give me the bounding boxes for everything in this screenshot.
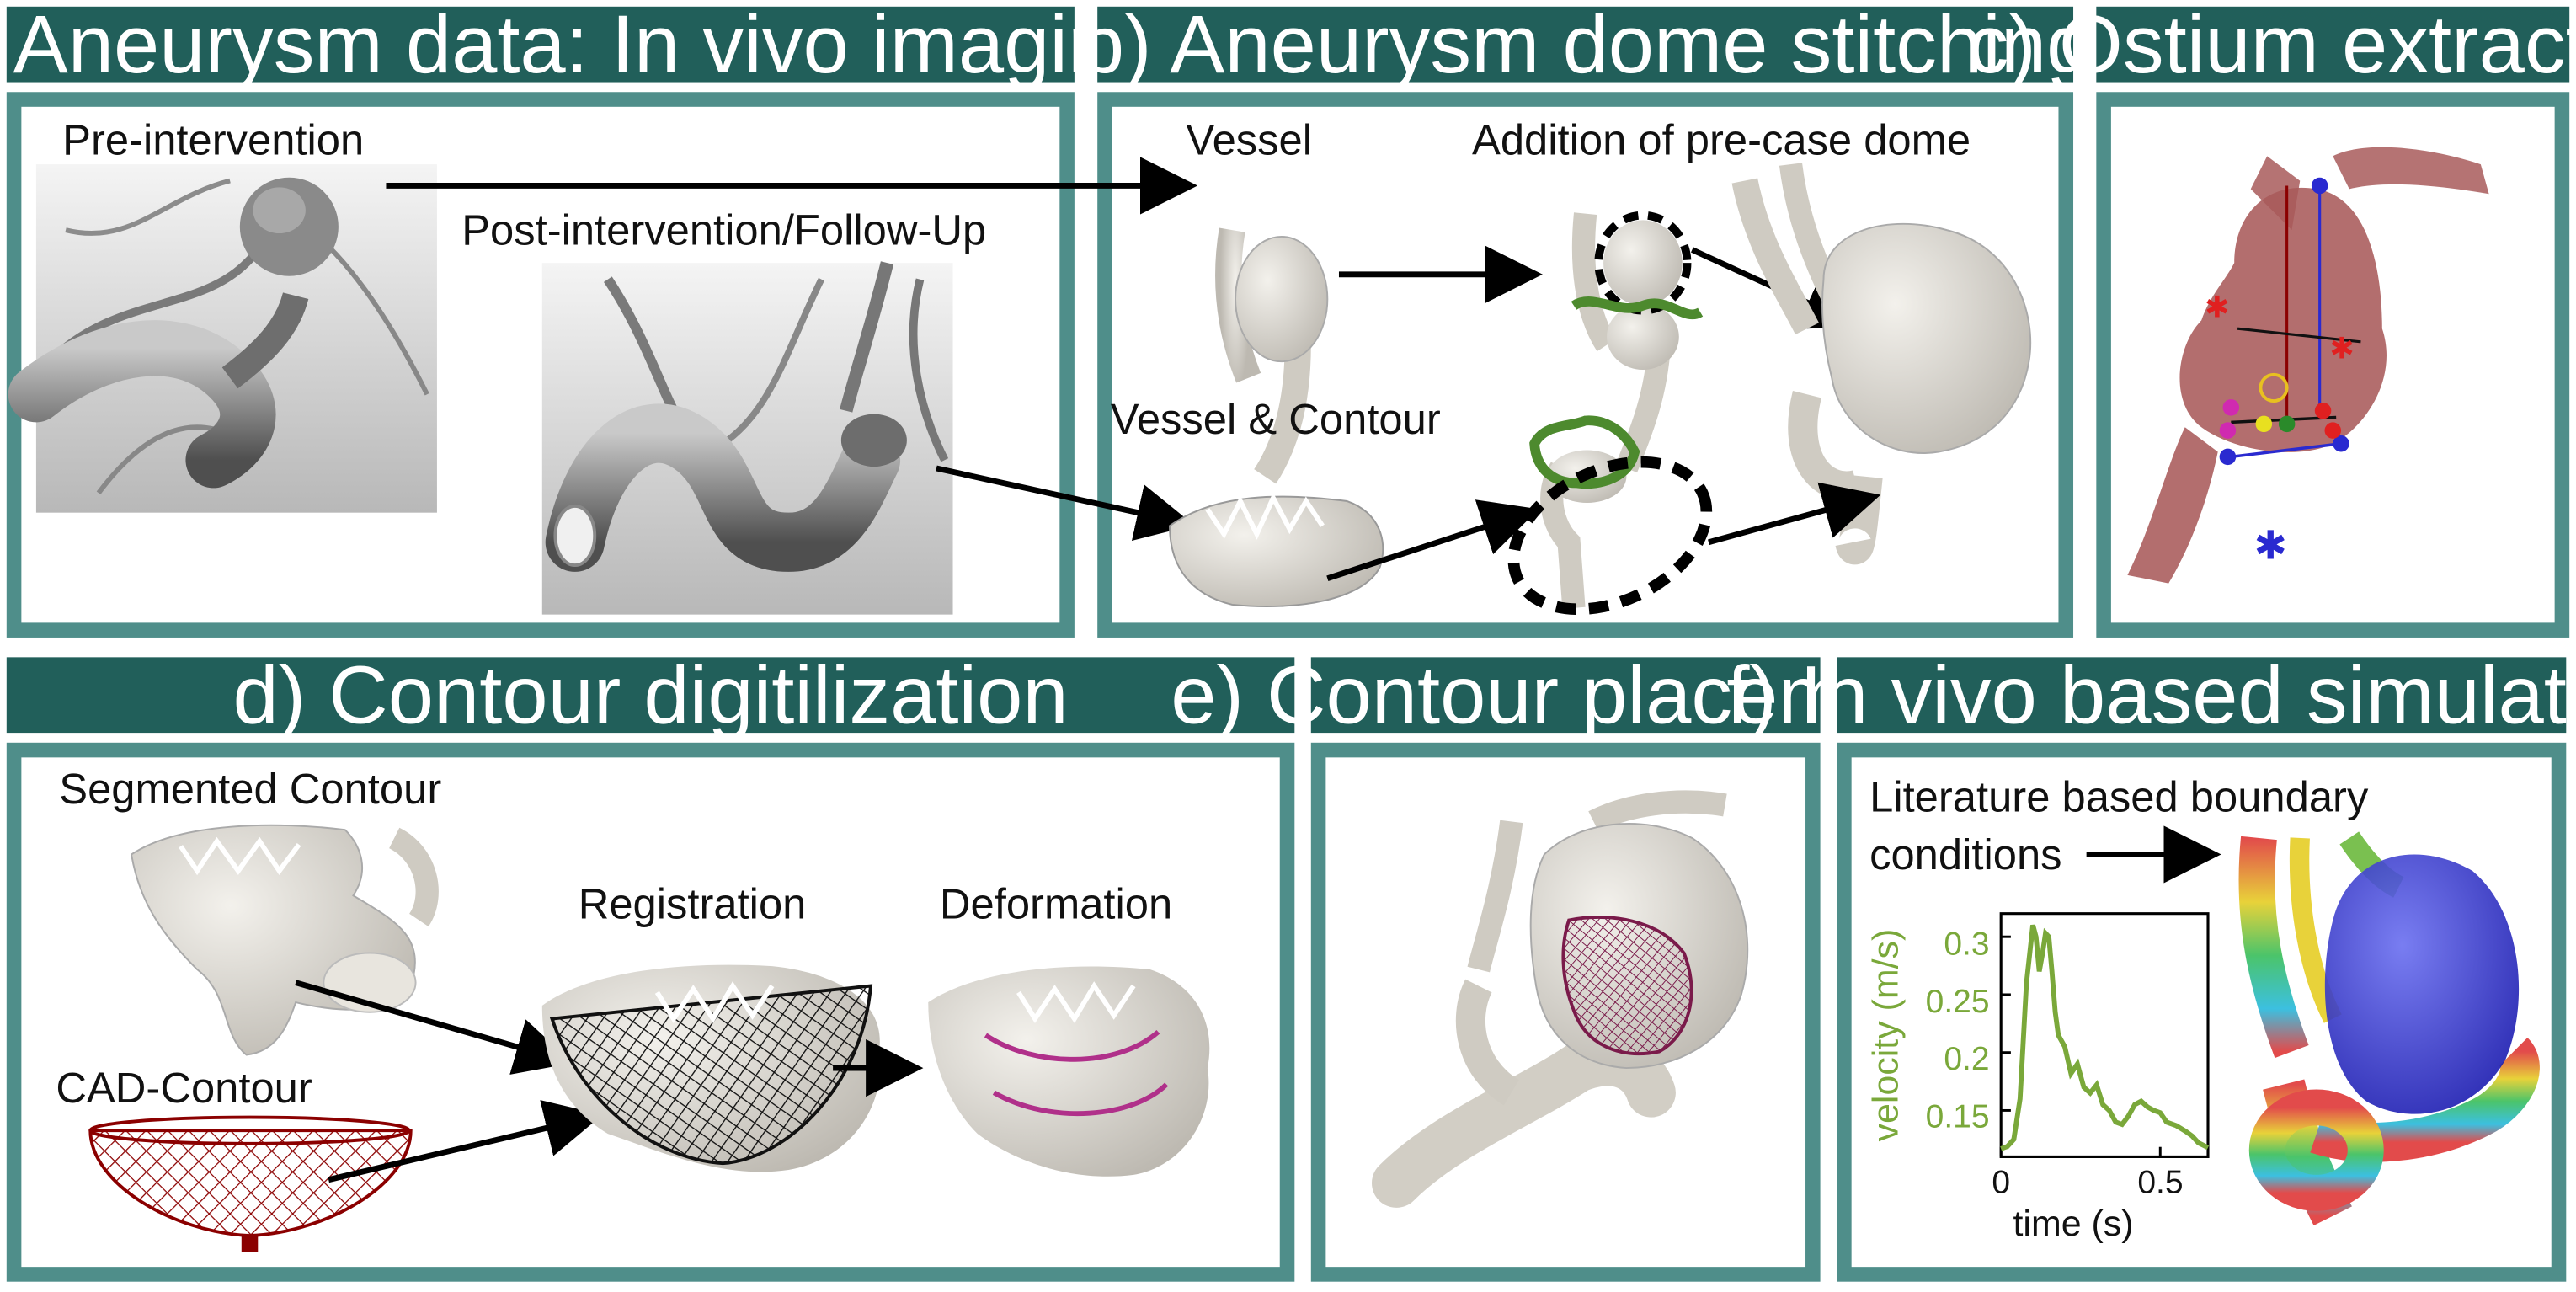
arrow-contour-to-ostium xyxy=(1326,499,1539,581)
header-f: f) In vivo based simulation xyxy=(1726,649,2576,741)
label-pre-intervention: Pre-intervention xyxy=(62,115,365,165)
tick-label-x-0: 0 xyxy=(1992,1164,2010,1200)
tick-label-y-030: 0.3 xyxy=(1944,926,1989,962)
ostium-contour-image xyxy=(1507,415,1713,616)
simulation-image xyxy=(2238,831,2540,1226)
vessel-image xyxy=(1215,227,1329,484)
header-a: a) Aneurysm data: In vivo imaging xyxy=(0,0,1160,91)
tick-label-y-015: 0.15 xyxy=(1926,1098,1990,1135)
arrow-post-to-contour xyxy=(936,465,1194,541)
cad-contour-image xyxy=(88,1115,413,1252)
header-c: c) Ostium extraction xyxy=(1968,0,2576,90)
arrow-ostium-to-result xyxy=(1708,482,1881,546)
arrow-cad-to-registration xyxy=(328,1100,603,1183)
ostium-extraction-image: ✱ ✱ ✱ xyxy=(2127,147,2489,584)
header-d: d) Contour digitilization xyxy=(6,649,1295,741)
label-addition: Addition of pre-case dome xyxy=(1472,115,1971,165)
header-b: b) Aneurysm dome stitching xyxy=(1078,0,2093,91)
label-cad-contour: CAD-Contour xyxy=(56,1063,312,1113)
pre-intervention-image xyxy=(8,164,437,513)
svg-text:✱: ✱ xyxy=(2254,523,2287,569)
stitched-result-image xyxy=(1731,163,2032,565)
label-vessel-contour: Vessel & Contour xyxy=(1110,394,1441,444)
label-registration: Registration xyxy=(578,878,807,929)
chart-frame xyxy=(1999,912,2210,1158)
registration-image xyxy=(541,964,881,1172)
tick-label-y-020: 0.2 xyxy=(1944,1041,1989,1077)
label-post-intervention: Post-intervention/Follow-Up xyxy=(461,205,987,255)
label-literature-2: conditions xyxy=(1869,830,2062,879)
post-intervention-image xyxy=(541,261,953,615)
svg-text:✱: ✱ xyxy=(2329,331,2354,366)
segmented-contour-image xyxy=(131,824,439,1056)
chart-xlabel: time (s) xyxy=(2013,1204,2134,1244)
label-segmented-contour: Segmented Contour xyxy=(59,764,442,814)
label-deformation: Deformation xyxy=(939,878,1173,929)
velocity-chart: 0 0.5 0.3 0.25 0.2 0.15 time (s) velocit… xyxy=(1865,912,2210,1244)
vessel-contour-image xyxy=(1169,492,1384,607)
svg-text:✱: ✱ xyxy=(2205,291,2229,325)
label-vessel: Vessel xyxy=(1186,115,1313,165)
chart-ylabel: velocity (m/s) xyxy=(1865,929,1906,1142)
velocity-series-line xyxy=(2000,924,2210,1151)
dome-addition-image xyxy=(1571,211,1704,473)
arrow-segmented-to-registration xyxy=(295,980,573,1075)
tick-label-x-05: 0.5 xyxy=(2137,1164,2183,1200)
tick-label-y-025: 0.25 xyxy=(1926,984,1990,1020)
contour-placement-image xyxy=(1371,790,1749,1208)
label-literature-1: Literature based boundary xyxy=(1869,771,2369,822)
deformation-image xyxy=(928,966,1210,1177)
